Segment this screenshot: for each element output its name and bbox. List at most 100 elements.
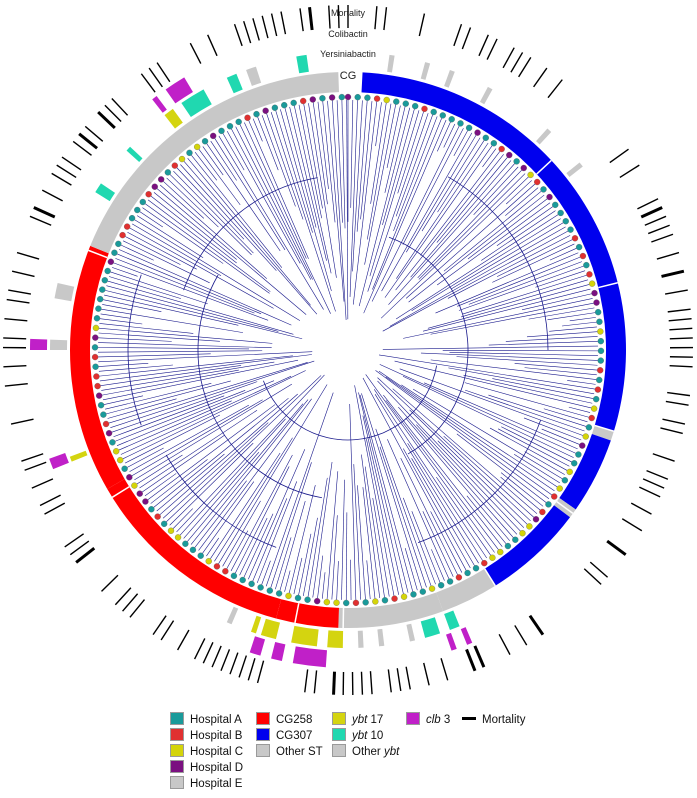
tip-marker — [174, 534, 182, 541]
tip-marker — [506, 151, 513, 159]
tip-marker — [455, 574, 463, 581]
mortality-tick — [238, 655, 248, 678]
tree-branch — [270, 112, 336, 312]
tree-branch — [214, 138, 286, 251]
tree-branch — [239, 517, 268, 576]
tree-branch — [388, 163, 515, 305]
tip-marker — [383, 96, 390, 104]
tree-branch — [402, 128, 464, 245]
tree-branch — [270, 462, 312, 588]
mortality-tick — [6, 298, 30, 304]
tree-branch — [98, 350, 263, 353]
tree-branch — [523, 417, 582, 441]
tree-branch — [505, 187, 539, 216]
legend-item-clb3: clb 3 — [406, 712, 450, 728]
tip-marker — [344, 93, 352, 101]
tree-branch — [353, 464, 361, 600]
mortality-tick — [498, 633, 511, 655]
tree-branch — [261, 115, 296, 207]
yersiniabactin-ring — [50, 54, 583, 648]
tree-branch — [102, 304, 133, 311]
tree-branch — [372, 118, 442, 290]
tip-marker — [124, 223, 131, 230]
tree-branch — [569, 317, 596, 322]
tree-branch — [411, 218, 561, 311]
legend-item-other-ybt: Other ybt — [332, 744, 399, 760]
tree-branch — [500, 476, 541, 511]
tree-branch — [401, 384, 558, 488]
tree-branch — [403, 298, 593, 339]
tree-branch — [100, 313, 131, 319]
tip-marker — [99, 286, 106, 293]
tree-branch — [372, 497, 390, 597]
tree-branch — [139, 211, 163, 228]
clb-ring-segment — [292, 646, 328, 668]
tree-branch — [358, 107, 411, 307]
legend-swatch — [332, 712, 346, 725]
tree-branch — [214, 437, 293, 562]
tip-marker — [205, 558, 212, 565]
cg-ring-segment — [338, 592, 444, 628]
tree-branch — [373, 389, 487, 559]
tree-branch — [364, 466, 385, 598]
tip-marker — [161, 520, 168, 527]
tree-branch — [358, 392, 409, 593]
tree-branch — [385, 400, 499, 550]
mortality-tick — [374, 6, 378, 30]
mortality-tick — [642, 478, 665, 489]
mortality-tick — [396, 668, 402, 692]
tree-branch — [378, 354, 595, 390]
tip-marker — [352, 599, 360, 607]
tree-branch — [176, 374, 325, 533]
ybt-ring-segment — [377, 628, 385, 647]
tip-marker — [343, 599, 350, 607]
tip-marker — [148, 506, 155, 513]
tree-branch — [122, 370, 306, 460]
tree-branch — [430, 359, 597, 380]
tip-marker — [526, 523, 533, 530]
tip-marker — [571, 235, 579, 242]
tree-branch — [384, 106, 406, 193]
tree-branch — [399, 368, 584, 436]
tip-marker — [226, 123, 234, 130]
tip-marker — [134, 206, 141, 214]
legend-item-mortality: Mortality — [462, 712, 525, 728]
mortality-tick — [669, 337, 693, 340]
mortality-tick — [72, 140, 92, 156]
tip-marker — [285, 592, 292, 600]
tree-branch — [194, 480, 247, 548]
mortality-tick — [189, 42, 202, 64]
mortality-tick — [337, 5, 340, 29]
tree-branch — [99, 323, 194, 334]
tip-marker — [579, 252, 587, 260]
tree-branch — [98, 332, 220, 342]
tree-branch — [100, 365, 242, 386]
tree-branch — [411, 511, 441, 583]
tree-branch — [166, 177, 219, 228]
tree-branch — [395, 114, 433, 217]
tree-branch — [180, 164, 277, 271]
mortality-tick — [583, 568, 602, 585]
tree-branch — [120, 375, 292, 455]
tip-marker — [239, 576, 246, 584]
legend-item-cg307: CG307 — [256, 728, 323, 744]
tree-branch — [505, 336, 598, 342]
ybt-ring-segment — [50, 339, 68, 350]
tree-branch — [363, 119, 447, 314]
ybt-ring-segment — [387, 54, 395, 73]
mortality-tick — [176, 629, 190, 651]
mortality-tick — [662, 418, 686, 425]
tree-branch — [336, 100, 343, 223]
tree-branch — [443, 435, 534, 518]
mortality-tick — [3, 365, 27, 368]
tree-branch — [136, 454, 183, 485]
mortality-tick — [440, 658, 449, 681]
mortality-tick — [461, 27, 472, 50]
ybt-ring-segment — [479, 86, 493, 105]
tree-branch — [366, 560, 371, 600]
tree-branch — [462, 274, 587, 315]
tree-branch — [421, 137, 481, 232]
mortality-tick — [229, 652, 239, 675]
mortality-tick — [97, 110, 116, 130]
legend-label: Hospital A — [190, 714, 242, 726]
